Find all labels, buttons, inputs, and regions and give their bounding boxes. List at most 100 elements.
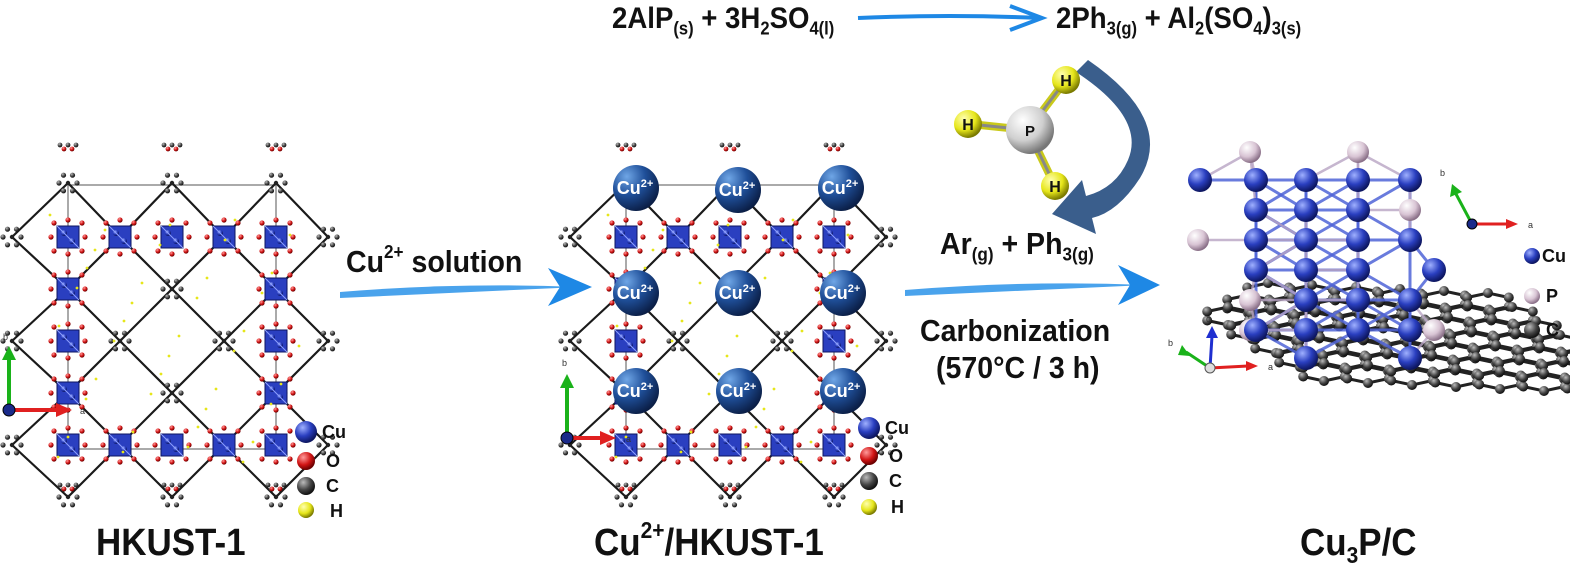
step2-carbonization-label: Carbonization [920, 313, 1111, 348]
axis-label-a: a [1268, 362, 1273, 372]
cu-ion-spheres: Cu2+ Cu2+ Cu2+ Cu2+ Cu2+ Cu2+ Cu2+ Cu2+ Cu2+ [613, 165, 866, 414]
process-arrow-step2 [905, 265, 1160, 305]
cu-ion-label: Cu2+ [824, 283, 861, 303]
axis-triad-panel3-bottom: b c a [1168, 314, 1273, 374]
axis-triad-panel2: b a [560, 358, 631, 445]
legend1-o-label: O [326, 451, 341, 471]
legend1-h-label: H [330, 501, 343, 521]
phosphine-molecule: P H H H [954, 66, 1080, 200]
cu-ion-label: Cu2+ [822, 178, 859, 198]
caption-hkust1: HKUST-1 [96, 522, 246, 564]
caption2-cu: Cu [594, 522, 641, 564]
step1-charge: 2+ [384, 241, 404, 263]
hkust1-structure [0, 142, 340, 508]
h-atom-label-left: H [962, 117, 974, 134]
cu-ion-label: Cu2+ [824, 381, 861, 401]
subscript: 4 [1253, 18, 1263, 39]
caption3-pc: P/C [1358, 522, 1417, 564]
gas-ar: Ar [940, 226, 972, 261]
state-subscript: (g) [971, 243, 994, 265]
cu-ion-label: Cu2+ [617, 381, 654, 401]
axis-label-b: b [1168, 338, 1173, 348]
legend-cu-sphere [1524, 248, 1540, 264]
axis-label-a: a [1528, 220, 1533, 230]
step2-conditions-label: (570°C / 3 h) [936, 350, 1100, 385]
reactant-h2so4: + 3H [693, 2, 761, 35]
state-subscript: 3(g) [1106, 18, 1137, 39]
step1-cu: Cu [346, 244, 385, 279]
legend-cu-sphere [858, 417, 880, 439]
reactant-so4: SO [769, 2, 810, 35]
axis-label-b: b [562, 358, 567, 368]
legend2-o-label: O [889, 446, 904, 466]
legend3-c-label: C [1546, 320, 1559, 340]
product-ph3: 2Ph [1056, 2, 1107, 35]
reaction-arrow-equation [857, 4, 1048, 32]
equation-reactants: 2AlP(s) + 3H2SO4(l) [612, 2, 834, 38]
legend-c-sphere [1524, 322, 1540, 338]
legend2-h-label: H [891, 497, 904, 517]
legend1-c-label: C [326, 476, 339, 496]
subscript: 2 [760, 18, 770, 39]
subscript: 2 [1195, 18, 1205, 39]
state-subscript: 4(l) [809, 18, 835, 39]
state-subscript: (s) [673, 18, 694, 39]
reactant-alp: 2AlP [612, 2, 674, 35]
legend-panel2 [858, 417, 880, 515]
step1-solution: solution [403, 244, 523, 279]
cu-ion-label: Cu2+ [719, 180, 756, 200]
legend-c-sphere [860, 472, 878, 490]
legend2-c-label: C [889, 471, 902, 491]
cu-ion-label: Cu2+ [719, 283, 756, 303]
product-so4: (SO [1204, 2, 1254, 35]
step2-gas-label: Ar(g) + Ph3(g) [940, 226, 1094, 263]
product-al2so43: + Al [1136, 2, 1196, 35]
axis-label-c: c [1206, 314, 1211, 324]
step1-label: Cu2+ solution [346, 242, 523, 279]
product-paren: ) [1262, 2, 1272, 35]
h-atom-bottom [1041, 172, 1069, 200]
cu3p-carbon-structure [1187, 141, 1570, 396]
caption-cu-hkust1: Cu2+/HKUST-1 [594, 519, 824, 564]
legend-panel1 [295, 421, 317, 518]
h-atom-top [1052, 66, 1080, 94]
legend1-cu-label: Cu [322, 422, 346, 442]
legend2-cu-label: Cu [885, 418, 909, 438]
legend-o-sphere [860, 447, 878, 465]
axis-label-b: b [1440, 168, 1445, 178]
axis-label-a: a [80, 406, 85, 416]
state-subscript: 3(g) [1062, 243, 1094, 265]
legend-p-sphere [1524, 288, 1540, 304]
p-atom [1006, 106, 1054, 154]
p-atom-label: P [1025, 123, 1035, 140]
axis-triad-panel1: b a [2, 332, 85, 417]
legend-c-sphere [297, 477, 315, 495]
process-arrow-step1 [340, 268, 592, 306]
legend-h-sphere [861, 499, 877, 515]
gas-ph3: + Ph [993, 226, 1063, 261]
h-atom-label-top: H [1060, 73, 1072, 90]
legend3-p-label: P [1546, 286, 1559, 306]
axis-label-b: b [3, 332, 8, 342]
equation-products: 2Ph3(g) + Al2(SO4)3(s) [1056, 2, 1301, 38]
caption2-hkust1: /HKUST-1 [664, 522, 824, 564]
h-atom-label-bottom: H [1049, 179, 1061, 196]
h-atom-left [954, 110, 982, 138]
cu-ion-label: Cu2+ [617, 178, 654, 198]
legend-o-sphere [297, 452, 315, 470]
legend-panel3 [1524, 248, 1540, 338]
caption-cu3p-c: Cu3P/C [1300, 522, 1417, 566]
caption2-charge: 2+ [640, 516, 665, 543]
caption3-subscript: 3 [1346, 541, 1359, 568]
legend-cu-sphere [295, 421, 317, 443]
caption3-cu: Cu [1300, 522, 1347, 564]
cu-ion-label: Cu2+ [617, 283, 654, 303]
axis-triad-panel3-top: b a [1440, 168, 1533, 230]
state-subscript: 3(s) [1271, 18, 1302, 39]
legend3-cu-label: Cu [1542, 246, 1566, 266]
legend-h-sphere [298, 502, 314, 518]
cu-ion-label: Cu2+ [720, 381, 757, 401]
curved-arrow-ph3-release [1052, 60, 1151, 234]
axis-label-a: a [626, 434, 631, 444]
